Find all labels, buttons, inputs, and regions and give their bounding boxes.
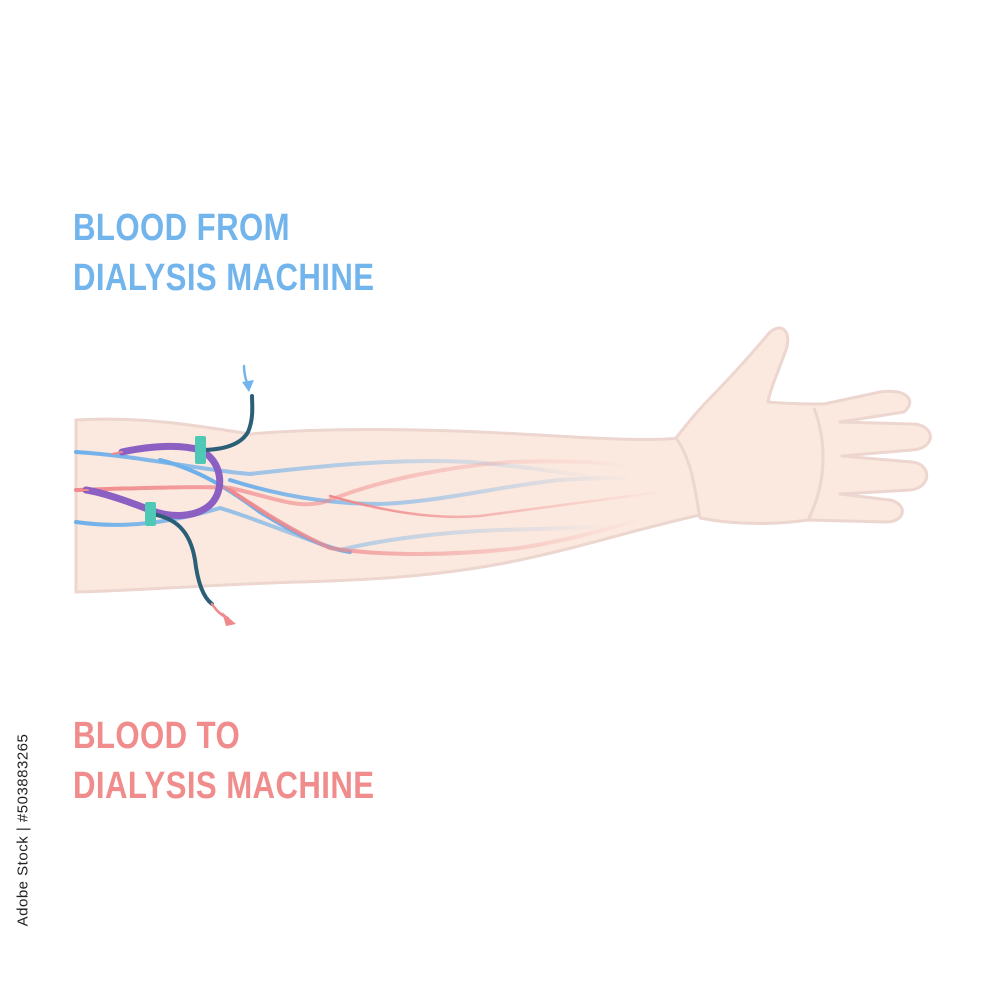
clamps	[145, 436, 206, 526]
tube-from-machine	[198, 394, 255, 452]
label-to-line2: DIALYSIS MACHINE	[73, 765, 375, 807]
label-from-line2: DIALYSIS MACHINE	[73, 257, 375, 299]
wrist-crease	[806, 407, 825, 521]
fistula	[77, 442, 224, 519]
label-blood-from-machine: BLOOD FROM DIALYSIS MACHINE	[73, 203, 374, 303]
artery-thin	[328, 490, 662, 519]
flow-arrows	[210, 364, 254, 626]
arrow-in-icon	[242, 364, 254, 392]
needle-tip-top	[111, 451, 123, 455]
tubing	[150, 394, 255, 606]
arrow-out-icon	[210, 602, 236, 626]
label-to-line1: BLOOD TO	[73, 715, 241, 757]
artery-main	[74, 459, 632, 507]
fistula-loop	[82, 442, 224, 519]
label-blood-to-machine: BLOOD TO DIALYSIS MACHINE	[73, 711, 374, 811]
arteries	[74, 459, 662, 556]
label-from-line1: BLOOD FROM	[73, 207, 291, 249]
clamp-top	[195, 436, 206, 464]
tube-to-machine	[150, 512, 214, 606]
hand-shape	[674, 326, 932, 525]
clamp-bottom	[145, 502, 156, 526]
stock-id-text: Adobe Stock | #503883265	[14, 733, 32, 927]
artery-lower	[228, 488, 642, 556]
stock-id-watermark: Adobe Stock | #503883265	[8, 734, 38, 927]
vein-middle	[228, 476, 632, 507]
